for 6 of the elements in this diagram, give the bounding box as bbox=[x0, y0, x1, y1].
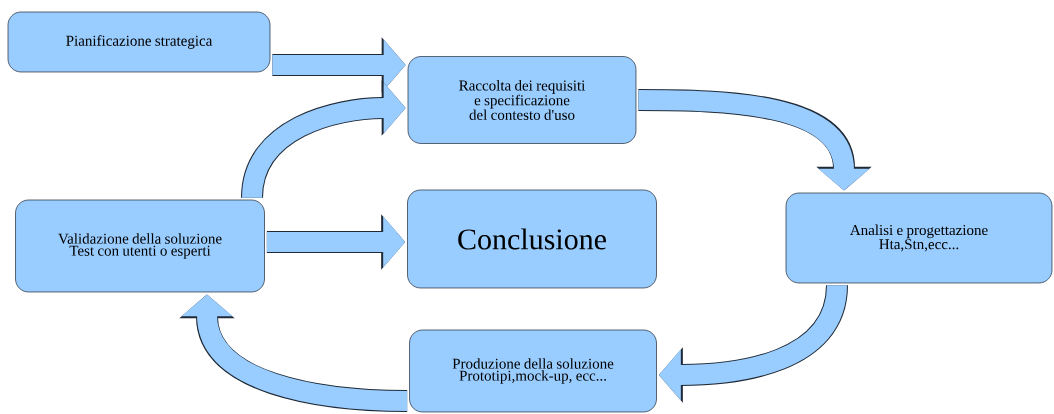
process-box: Raccolta dei requisiti e specificazione del contesto d'uso bbox=[407, 56, 637, 144]
process-box: Validazione della soluzione Test con utenti o esperti bbox=[15, 199, 265, 293]
process-box: Conclusione bbox=[407, 189, 657, 289]
process-box: Analisi e progettazione Hta,Stn,ecc... bbox=[785, 192, 1053, 284]
process-box: Produzione della soluzione Prototipi,mock-up, ecc... bbox=[409, 329, 657, 413]
process-box: Pianificazione strategica bbox=[7, 11, 271, 73]
